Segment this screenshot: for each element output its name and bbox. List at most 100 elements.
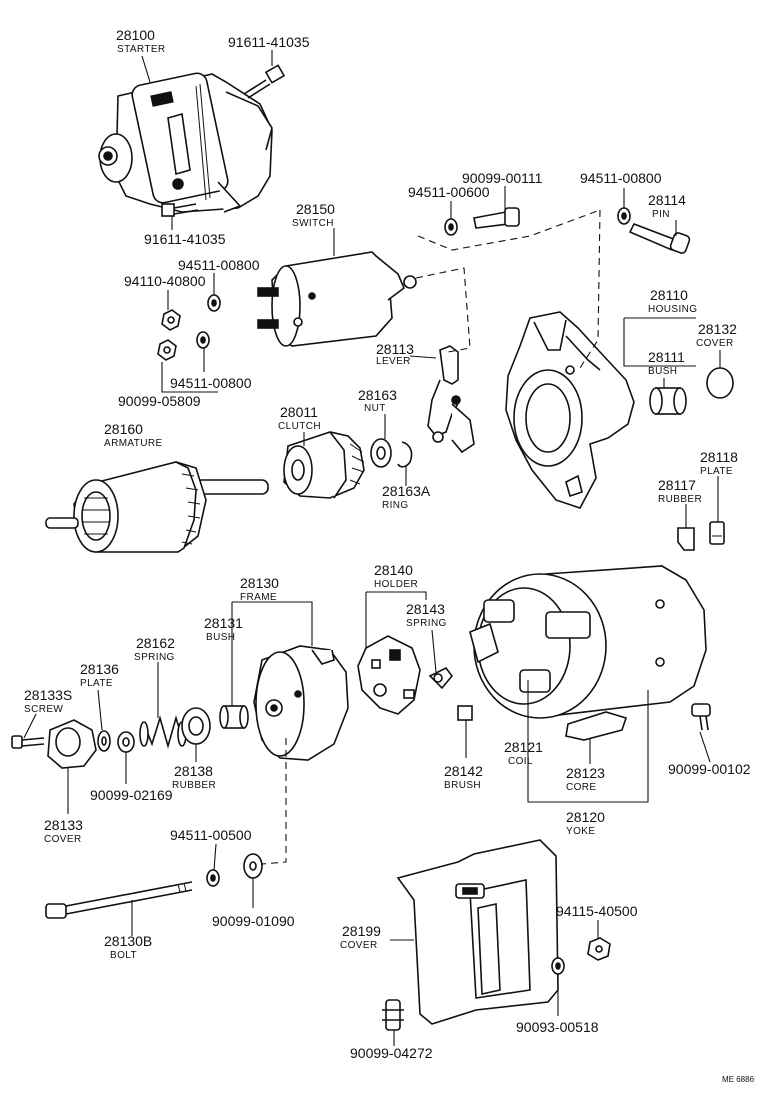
bolt-28130B-drawing [45,881,193,919]
spring-28143-drawing [428,666,454,690]
lever-28113-drawing [427,345,475,454]
washer-90099-02169-drawing [117,731,135,753]
label-28130-name: FRAME [240,592,277,603]
cover-28132-drawing [706,367,734,399]
label-28163-name: NUT [364,403,386,414]
label-28114-name: PIN [652,209,670,220]
washer-94511-00500-drawing [206,869,220,887]
washer-94511-00800-pin-drawing [617,207,631,225]
screw-90099-00102-drawing [691,703,711,731]
label-94511-00600: 94511-00600 [408,184,490,200]
label-28110-name: HOUSING [648,304,697,315]
label-28160-name: ARMATURE [104,438,163,449]
label-28100-name: STARTER [117,44,166,55]
core-28123-drawing [565,711,628,741]
label-28132-number: 28132 [698,321,737,337]
label-28162-name: SPRING [134,652,175,663]
nut-28163-drawing [370,438,392,468]
bolt-91611-top-drawing [243,64,286,99]
label-28150-name: SWITCH [292,218,334,229]
label-28123-number: 28123 [566,765,605,781]
label-94511-00800-a: 94511-00800 [178,257,260,273]
ring-28163A-drawing [397,441,413,468]
label-91611-41035-bottom: 91611-41035 [144,231,226,247]
bush-28111-drawing [649,387,687,415]
washer-94511-00800-a-drawing [207,294,221,312]
label-28011-number: 28011 [280,404,318,420]
label-28123-name: CORE [566,782,597,793]
label-28150-number: 28150 [296,201,335,217]
switch-28150-drawing [257,251,417,347]
label-28121-name: COIL [508,756,533,767]
label-94511-00500: 94511-00500 [170,827,252,843]
label-28133-number: 28133 [44,817,83,833]
stud-90099-04272-drawing [382,999,404,1031]
plate-28118-drawing [709,521,725,545]
label-28136-number: 28136 [80,661,119,677]
label-28163A-number: 28163A [382,483,431,499]
label-28117-name: RUBBER [658,494,702,505]
label-28140-number: 28140 [374,562,413,578]
diagram-reference-code: ME 6886 [722,1075,755,1084]
label-28138-number: 28138 [174,763,213,779]
label-28162-number: 28162 [136,635,175,651]
label-28117-number: 28117 [658,477,696,493]
label-28133S-name: SCREW [24,704,63,715]
nut-94115-40500-drawing [587,937,611,961]
washer-90093-00518-drawing [551,957,565,975]
label-28118-number: 28118 [700,449,738,465]
label-28113-number: 28113 [376,341,414,357]
housing-28110-drawing [505,311,635,509]
washer-94511-00800-b-drawing [196,331,210,349]
plate-28136-drawing [97,730,111,752]
callouts: 28100 STARTER 91611-41035 91611-41035 90… [24,27,755,1084]
label-28131-name: BUSH [206,632,235,643]
label-28199-number: 28199 [342,923,381,939]
label-28120-number: 28120 [566,809,605,825]
holder-28140-drawing [357,635,421,715]
label-90099-01090: 90099-01090 [212,913,295,929]
label-90099-00111: 90099-00111 [462,170,543,186]
washer-94511-00600-drawing [444,218,458,236]
bush-28131-drawing [219,705,249,729]
brush-28142-drawing [457,705,473,721]
label-90099-02169: 90099-02169 [90,787,173,803]
label-28142-name: BRUSH [444,780,481,791]
nut-94110-40800-drawing [161,309,181,331]
label-28111-number: 28111 [648,349,685,365]
label-28136-name: PLATE [80,678,113,689]
label-28199-name: COVER [340,940,378,951]
pin-28114-drawing [628,222,691,254]
nut-90099-05809-drawing [157,339,177,361]
rubber-28138-drawing [181,707,211,745]
label-94511-00800-pin: 94511-00800 [580,170,662,186]
starter-assembly-drawing [98,72,273,213]
bolt-90099-00111-drawing [473,207,520,229]
label-90099-04272: 90099-04272 [350,1045,433,1061]
screw-28133S-drawing [11,735,45,749]
label-28131-number: 28131 [204,615,243,631]
label-28121-number: 28121 [504,739,543,755]
label-28118-name: PLATE [700,466,733,477]
label-28100-number: 28100 [116,27,155,43]
label-28130B-number: 28130B [104,933,152,949]
leader-lines [23,50,721,1046]
yoke-28120-drawing [469,565,707,719]
label-94110-40800: 94110-40800 [124,273,206,289]
label-28111-name: BUSH [648,366,677,377]
label-28130B-name: BOLT [110,950,137,961]
cover-28199-drawing [396,839,559,1025]
assembly-dashed-lines [261,209,601,865]
label-28113-name: LEVER [376,356,411,367]
label-28110-number: 28110 [650,287,688,303]
label-94115-40500: 94115-40500 [556,903,638,919]
label-28114-number: 28114 [648,192,686,208]
label-28132-name: COVER [696,338,734,349]
label-90093-00518: 90093-00518 [516,1019,599,1035]
clutch-28011-drawing [283,431,365,499]
cover-28133-drawing [47,719,97,769]
label-28163A-name: RING [382,500,409,511]
bolt-91611-bottom-drawing [161,203,199,217]
label-90099-00102: 90099-00102 [668,761,751,777]
